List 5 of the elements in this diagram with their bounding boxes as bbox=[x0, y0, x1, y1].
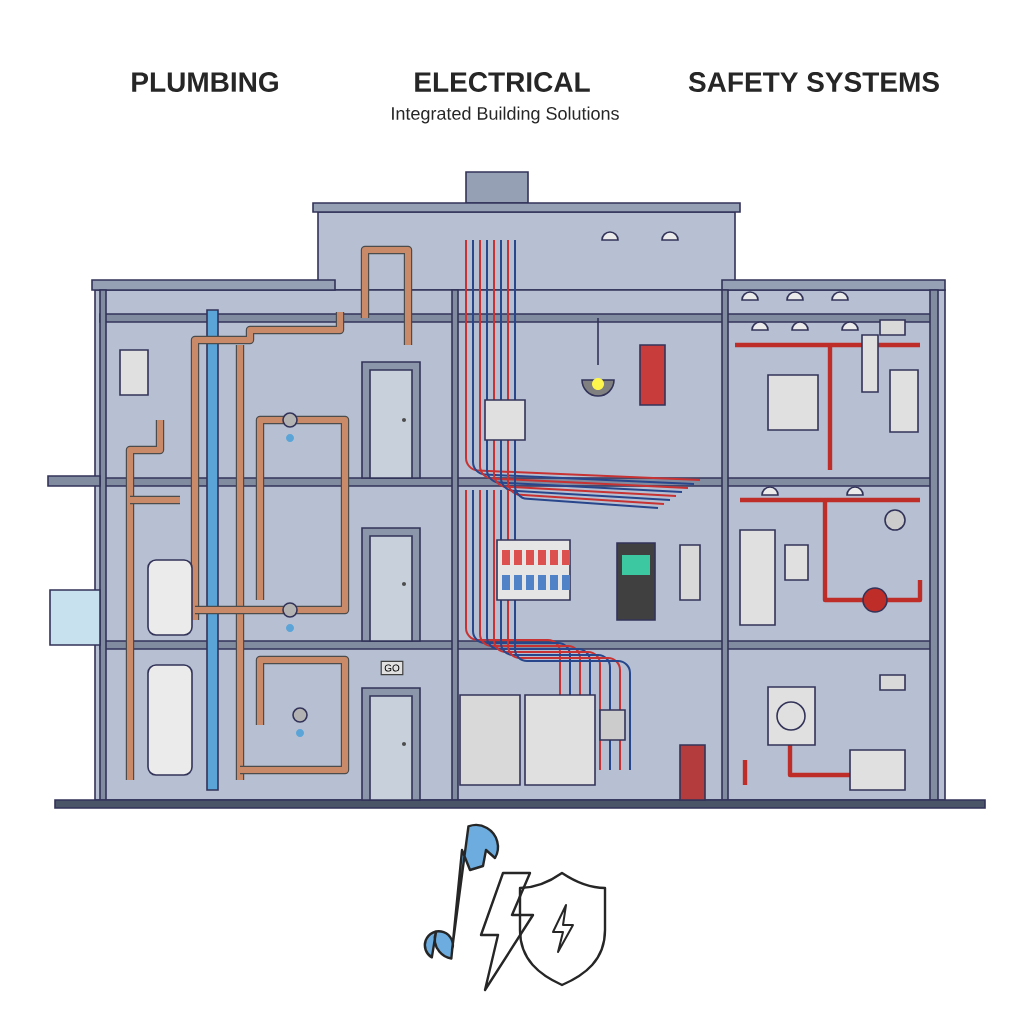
sign: GO bbox=[380, 660, 404, 676]
subtitle: Integrated Building Solutions bbox=[392, 106, 619, 124]
heading: SAFETY SYSTEMS bbox=[688, 72, 939, 92]
heading: PLUMBING bbox=[132, 72, 278, 92]
heading: ELECTRICAL bbox=[415, 72, 590, 92]
